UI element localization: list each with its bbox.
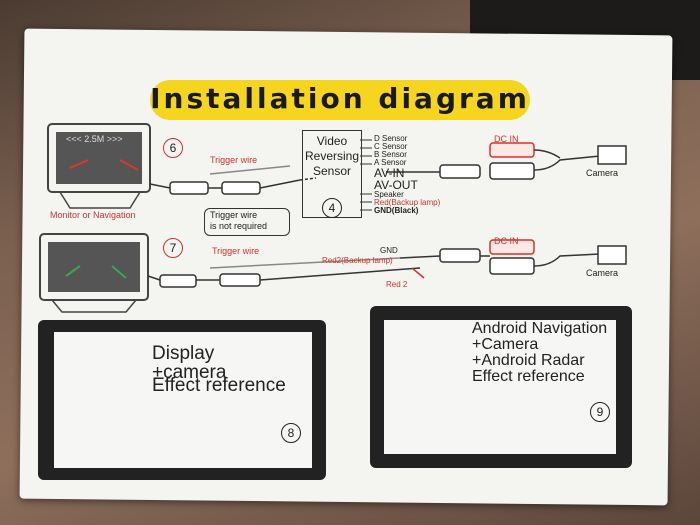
display-camera-panel-inner: [54, 332, 312, 468]
title-bar: [150, 80, 530, 120]
display-camera-panel: [38, 320, 326, 480]
trigger-not-required-note: Trigger wire is not required: [210, 210, 268, 231]
cable-row-1: [149, 142, 627, 195]
panel-right-line2: +Camera: [472, 336, 539, 353]
red2-backup-label: Red2(Backup lamp): [322, 256, 393, 265]
monitor-7-icon: [39, 233, 149, 313]
red2-label: Red 2: [386, 280, 408, 289]
speaker-label: Speaker: [374, 190, 404, 199]
panel-left-line1: Display: [152, 343, 215, 364]
page-title: Installation diagram: [150, 82, 530, 115]
monitor-caption: Monitor or Navigation: [50, 210, 136, 220]
android-navigation-panel-inner: [384, 320, 616, 454]
dc-in-label-2: DC IN: [494, 236, 519, 246]
panel-left-line2: +camera: [152, 362, 227, 383]
step-6-badge: 6: [163, 138, 183, 158]
trigger-wire-label-1: Trigger wire: [210, 155, 258, 165]
trigger-wire-label-2: Trigger wire: [212, 246, 260, 256]
red-backup-label: Red(Backup lamp): [374, 198, 441, 207]
camera-label-1: Camera: [586, 168, 619, 178]
sensor-a-label: A Sensor: [374, 158, 407, 167]
monitor-screen-label: <<< 2.5M >>>: [66, 134, 123, 144]
cable-row-2: [147, 239, 627, 288]
panel-left-line3: Effect reference: [152, 375, 286, 396]
panel-right-line3: +Android Radar: [472, 352, 585, 369]
sensor-d-label: D Sensor: [374, 134, 408, 143]
av-out-label: AV-OUT: [374, 178, 418, 192]
step-4-badge: 4: [322, 198, 342, 218]
module-title-text: Video Reversing Sensor: [305, 134, 360, 178]
sensor-c-label: C Sensor: [374, 142, 408, 151]
module-pin-lines: [360, 139, 372, 211]
step-9-badge: 9: [590, 402, 610, 422]
gnd-black-label: GND(Black): [374, 206, 419, 215]
step-7-badge: 7: [163, 238, 183, 258]
panel-right-line1: Android Navigation: [472, 320, 608, 337]
panel-right-line4: Effect reference: [472, 368, 585, 385]
gnd-label: GND: [380, 246, 398, 255]
step-8-badge: 8: [281, 423, 301, 443]
trigger-note-box: [204, 208, 290, 236]
monitor-6-icon: [47, 123, 151, 209]
av-in-label: AV-IN: [374, 166, 405, 180]
dc-in-label-1: DC IN: [494, 134, 519, 144]
camera-label-2: Camera: [586, 268, 619, 278]
android-navigation-panel: [370, 306, 632, 468]
sensor-b-label: B Sensor: [374, 150, 407, 159]
